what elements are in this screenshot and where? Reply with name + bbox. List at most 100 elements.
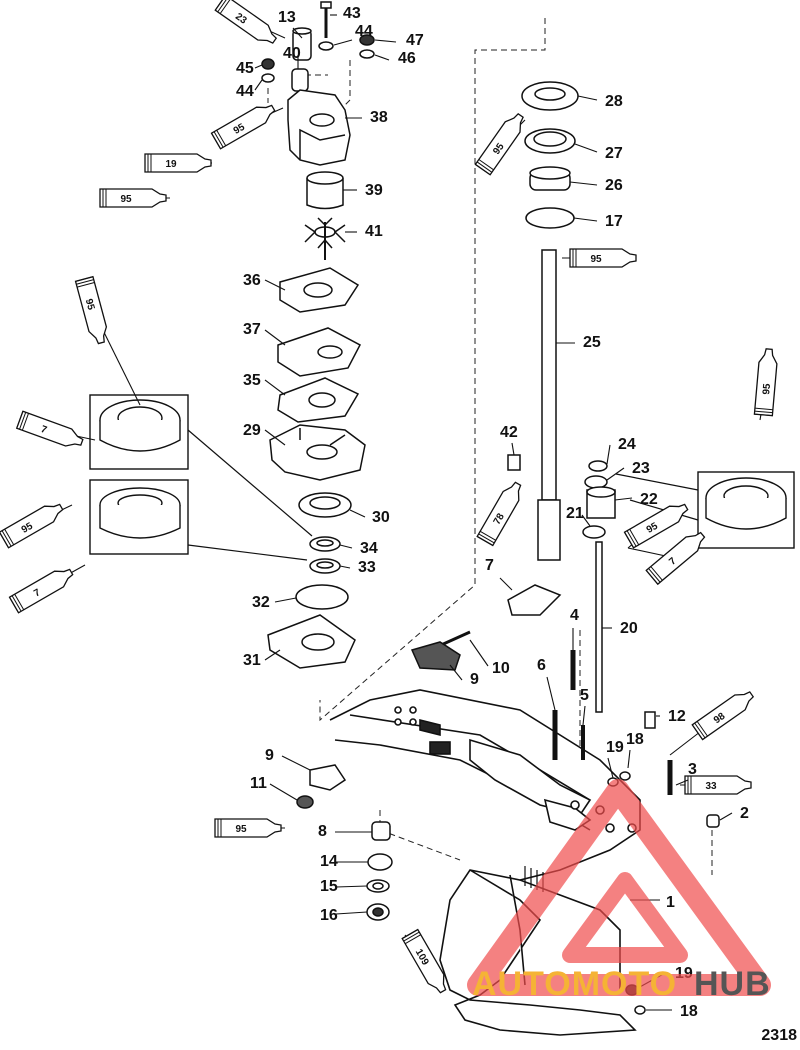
tube-label-t7c: 7 [667,555,679,567]
tube-crimp-t98 [691,721,708,740]
leader-line-38 [627,749,631,769]
tube-shape-t95b [99,188,167,208]
callout-labels: 4344474613404544383941363735293034333231… [236,5,749,1020]
tube-body-t95d: 95 [0,503,64,549]
callout-c26: 26 [605,177,623,194]
callout-c21: 21 [566,505,584,522]
callout-c32: 32 [252,594,270,611]
tube-crimp-t95f [569,249,577,267]
tube-label-t95h: 95 [645,521,661,536]
callout-c24: 24 [618,436,636,453]
tube-label-t95d: 95 [20,521,36,536]
tube-crimp-t95b [99,189,107,207]
tube-t95d: 95 [0,503,73,549]
callout-c14: 14 [320,853,338,870]
tube-body-t95h: 95 [623,503,689,549]
tube-crimp-t95i [214,819,222,837]
tube-body-t7a: 7 [15,410,84,447]
callout-c39: 39 [365,182,383,199]
tube-label-t19: 19 [165,159,177,170]
tube-label-t7a: 7 [39,424,48,436]
leader-line-12 [264,329,286,346]
callout-c23: 23 [632,460,650,477]
callout-c19a: 19 [606,739,624,756]
callout-c7: 7 [485,557,494,574]
tube-crimp-t95a [211,129,227,150]
callout-c17: 17 [605,213,623,230]
leader-line-47 [335,911,368,915]
tube-t7b: 7 [8,564,86,614]
callout-c2: 2 [740,805,749,822]
tube-crimp-t95c [75,276,95,288]
tube-label-t95i: 95 [235,824,247,835]
tube-crimp-t33 [684,776,692,794]
tube-shape-t78 [476,481,522,547]
tube-shape-t23 [214,0,278,44]
tube-shape-t33 [684,775,752,795]
tube-shape-t98 [691,691,755,741]
callout-c44a: 44 [355,23,373,40]
tube-crimp-t95e [475,159,494,176]
tube-shape-t7b [8,568,74,614]
tube-crimp-t109 [401,929,422,945]
leader-line-28 [614,497,633,501]
callout-c45: 45 [236,60,254,77]
tube-body-t98: 98 [691,691,755,741]
callout-c27: 27 [605,145,623,162]
tube-t98: 98 [669,691,755,756]
tube-shape-t95g [753,348,778,417]
tube-t23: 23 [214,0,286,44]
callout-c25: 25 [583,334,601,351]
callout-c41: 41 [365,223,383,240]
leader-line-15 [349,509,366,518]
leader-line-40 [281,755,311,771]
callout-c4: 4 [570,607,579,624]
callout-c42: 42 [500,424,518,441]
tube-body-t23: 23 [214,0,278,44]
callout-c18b: 18 [680,1003,698,1020]
tube-label-t33: 33 [705,781,717,792]
tube-shape-t95i [214,818,282,838]
tube-body-t109: 109 [401,928,447,994]
tube-t95i: 95 [214,818,285,838]
tube-body-t78: 78 [476,481,522,547]
callout-c46: 46 [398,50,416,67]
leader-line-34 [582,705,586,726]
tube-t33: 33 [680,775,752,795]
tube-t78: 78 [476,481,522,547]
callout-c20: 20 [620,620,638,637]
callout-c35: 35 [243,372,261,389]
leader-line-23 [573,217,598,222]
tube-t7a: 7 [15,410,96,447]
leader-line-26 [606,444,611,465]
leader-line-1 [333,39,353,46]
tube-shape-t95e [474,112,524,176]
callout-c15: 15 [320,878,338,895]
leader-line-18 [274,597,297,603]
tube-shape-t109 [401,928,447,994]
tube-shape-t95c [74,275,108,345]
tube-t95g: 95 [753,348,778,421]
callout-c34: 34 [360,540,378,557]
callout-c30: 30 [372,509,390,526]
tube-shape-t7a [15,410,84,447]
leader-line-21 [574,143,598,153]
leader-line-17 [339,565,351,569]
callout-c16: 16 [320,907,338,924]
tube-t95c: 95 [74,275,141,406]
tube-label-t95c: 95 [83,298,97,312]
callout-c47: 47 [406,32,424,49]
leader-line-33 [546,676,556,711]
tube-body-t95i: 95 [214,818,282,838]
leader-lines [254,14,733,1011]
callout-c9b: 9 [265,747,274,764]
callout-c43: 43 [343,5,361,22]
tube-t95a: 95 [210,104,284,150]
leader-line-3 [374,54,390,61]
tube-body-t95g: 95 [753,348,778,417]
leader-line-2 [374,39,397,43]
leader-line-14 [264,429,286,446]
leader-line-27 [606,467,625,481]
